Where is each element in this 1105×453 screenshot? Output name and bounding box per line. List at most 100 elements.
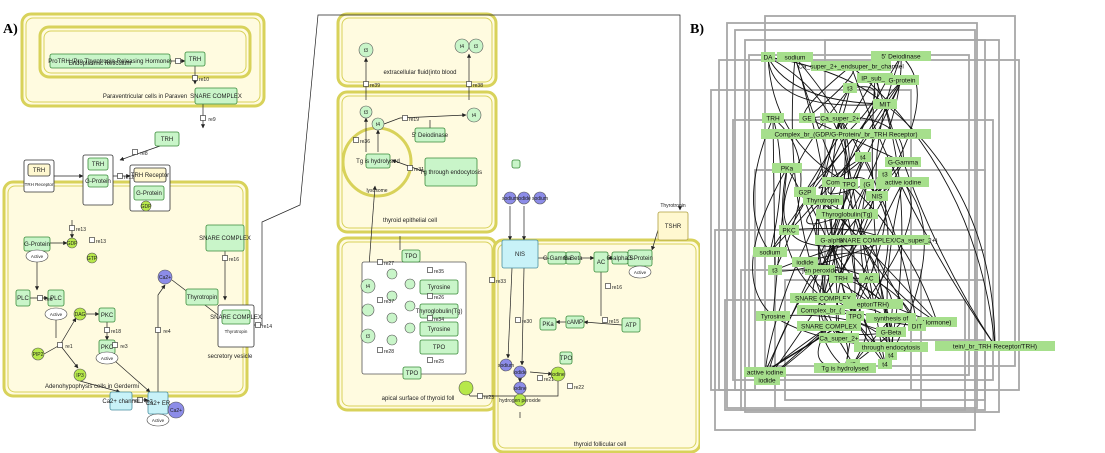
reaction-re2	[137, 397, 143, 403]
network-node	[866, 191, 888, 201]
network-edge	[822, 156, 864, 299]
node-dag	[73, 307, 87, 321]
network-node-label: NIS	[872, 194, 884, 201]
node-active-gprotein	[25, 249, 49, 263]
node-tyrosine-2	[419, 321, 459, 337]
node-g-beta	[565, 251, 581, 265]
node-h2o2	[513, 393, 527, 407]
reaction-re13	[69, 225, 75, 231]
network-node	[854, 342, 928, 352]
node-gdp-label: GDP	[67, 241, 79, 247]
network-node-label: PKC	[782, 228, 796, 235]
node-iodination-intermediate-5	[404, 300, 416, 312]
node-tpo-2-label: TPO	[433, 345, 446, 351]
node-tg-hydrolysed	[365, 153, 391, 169]
network-node-label: active iodine	[747, 370, 784, 377]
network-node-label: iodide	[758, 378, 776, 385]
network-edge	[822, 156, 865, 299]
network-node	[885, 157, 921, 167]
node-trh-release-label: TRH	[161, 137, 173, 143]
node-pka-label: PKa	[542, 322, 554, 328]
network-node-label: Thyroglobulin(Tg)	[822, 212, 873, 219]
node-t3-epi	[359, 105, 373, 119]
node-iodination-intermediate-4	[404, 278, 416, 290]
node-t4-colloid	[360, 278, 376, 294]
panel-b-label: B)	[690, 22, 704, 37]
node-sodium-in-label: sodium	[498, 363, 514, 369]
node-active-er	[146, 413, 170, 427]
thyrotropin-follicular-label: Thyrotropin	[660, 203, 686, 209]
reaction-re9-label: re9	[208, 117, 215, 123]
node-tg-hydrolysed-label: Tg is hydrolysed	[356, 159, 400, 165]
network-node-label: G-protein	[888, 78, 915, 85]
network-node	[805, 265, 835, 275]
reaction-re12-label: re12	[124, 175, 134, 181]
node-pka	[539, 317, 557, 331]
node-g-gamma-label: G-Gamma	[543, 256, 572, 262]
node-pkc-active-label: PKC	[101, 345, 114, 351]
network-node-label: AC	[864, 276, 873, 283]
node-thyrotropin-vesicle	[185, 288, 219, 306]
node-h2o2-label: hydrogen peroxide	[499, 398, 541, 404]
network-edge	[793, 56, 918, 327]
node-tpo-3-label: TPO	[406, 371, 419, 377]
network-node	[790, 293, 856, 303]
network-node	[935, 341, 1055, 351]
adenohypophysis-label: Adenohypophysis cells in Gerdermi	[45, 384, 139, 390]
node-g-beta-label: G-Beta	[563, 256, 583, 262]
node-sodium-out	[503, 191, 517, 205]
node-camp	[565, 315, 585, 329]
network-node	[855, 152, 871, 162]
node-protrh-label: ProTRH (Pro Thyrotropin-Releasing Hormon…	[48, 59, 172, 65]
node-gprotein-gpcr	[87, 174, 109, 188]
network-node-label: DIT	[912, 324, 923, 331]
network-node	[859, 273, 879, 283]
network-compartment-box	[726, 22, 978, 409]
node-ca-channel-label: Ca2+ channel	[102, 399, 139, 405]
reaction-colloid-5	[377, 297, 383, 303]
network-edge	[783, 87, 851, 231]
network-node	[846, 311, 864, 321]
reaction-re1	[57, 342, 63, 348]
network-node-label: through endocytosis	[862, 345, 921, 352]
reaction-re4-label: re4	[163, 329, 170, 335]
node-ip3	[73, 368, 87, 382]
network-edge	[767, 56, 886, 107]
network-node	[811, 61, 891, 71]
node-trh-er-label: TRH	[189, 57, 201, 63]
network-node	[797, 321, 861, 331]
node-sodium-in	[499, 358, 513, 372]
node-tpo-follicular-label: TPO	[560, 356, 573, 362]
reaction-re16	[605, 283, 611, 289]
node-snare-vesicle	[221, 309, 251, 325]
node-gprotein-2	[133, 185, 165, 201]
network-edge	[772, 167, 789, 317]
network-node	[877, 177, 929, 187]
node-snare-paravent	[194, 87, 238, 105]
node-trh-release	[154, 131, 180, 147]
network-node-label: SNARE COMPLEX/Ca_super_2+)	[838, 238, 937, 245]
reaction-re16b-label: re15	[609, 319, 619, 325]
node-nis-label: NIS	[515, 252, 525, 258]
network-node	[815, 235, 855, 245]
node-iodide-in-label: iodide	[513, 370, 527, 376]
node-thyroglobulin-label: Thyroglobulin(Tg)	[415, 309, 462, 315]
compartment-paraventricular-inner	[25, 17, 261, 103]
network-edge	[845, 86, 876, 135]
reaction-re19-label: re19	[409, 117, 419, 123]
edge-er-ca	[157, 284, 166, 392]
node-thyrotropin-vesicle-label: Thyrotropin	[187, 295, 217, 301]
network-node	[885, 75, 919, 85]
reaction-re38	[466, 81, 472, 87]
reaction-re9	[200, 115, 206, 121]
node-tpo-1-label: TPO	[405, 254, 418, 260]
secretory-vesicle-label: secretory vesicle	[208, 354, 253, 360]
network-node	[756, 311, 790, 321]
node-t4-epi	[371, 117, 385, 131]
node-snare-vesicle-label: SNARE COMPLEX	[210, 315, 262, 321]
reaction-re15-label: re16	[229, 257, 239, 263]
reaction-colloid-2	[427, 315, 433, 321]
node-t4-blood-label: t4	[460, 44, 464, 50]
reaction-re22-label: re22	[574, 385, 584, 391]
network-node-label: Complex_br_(	[801, 308, 843, 315]
